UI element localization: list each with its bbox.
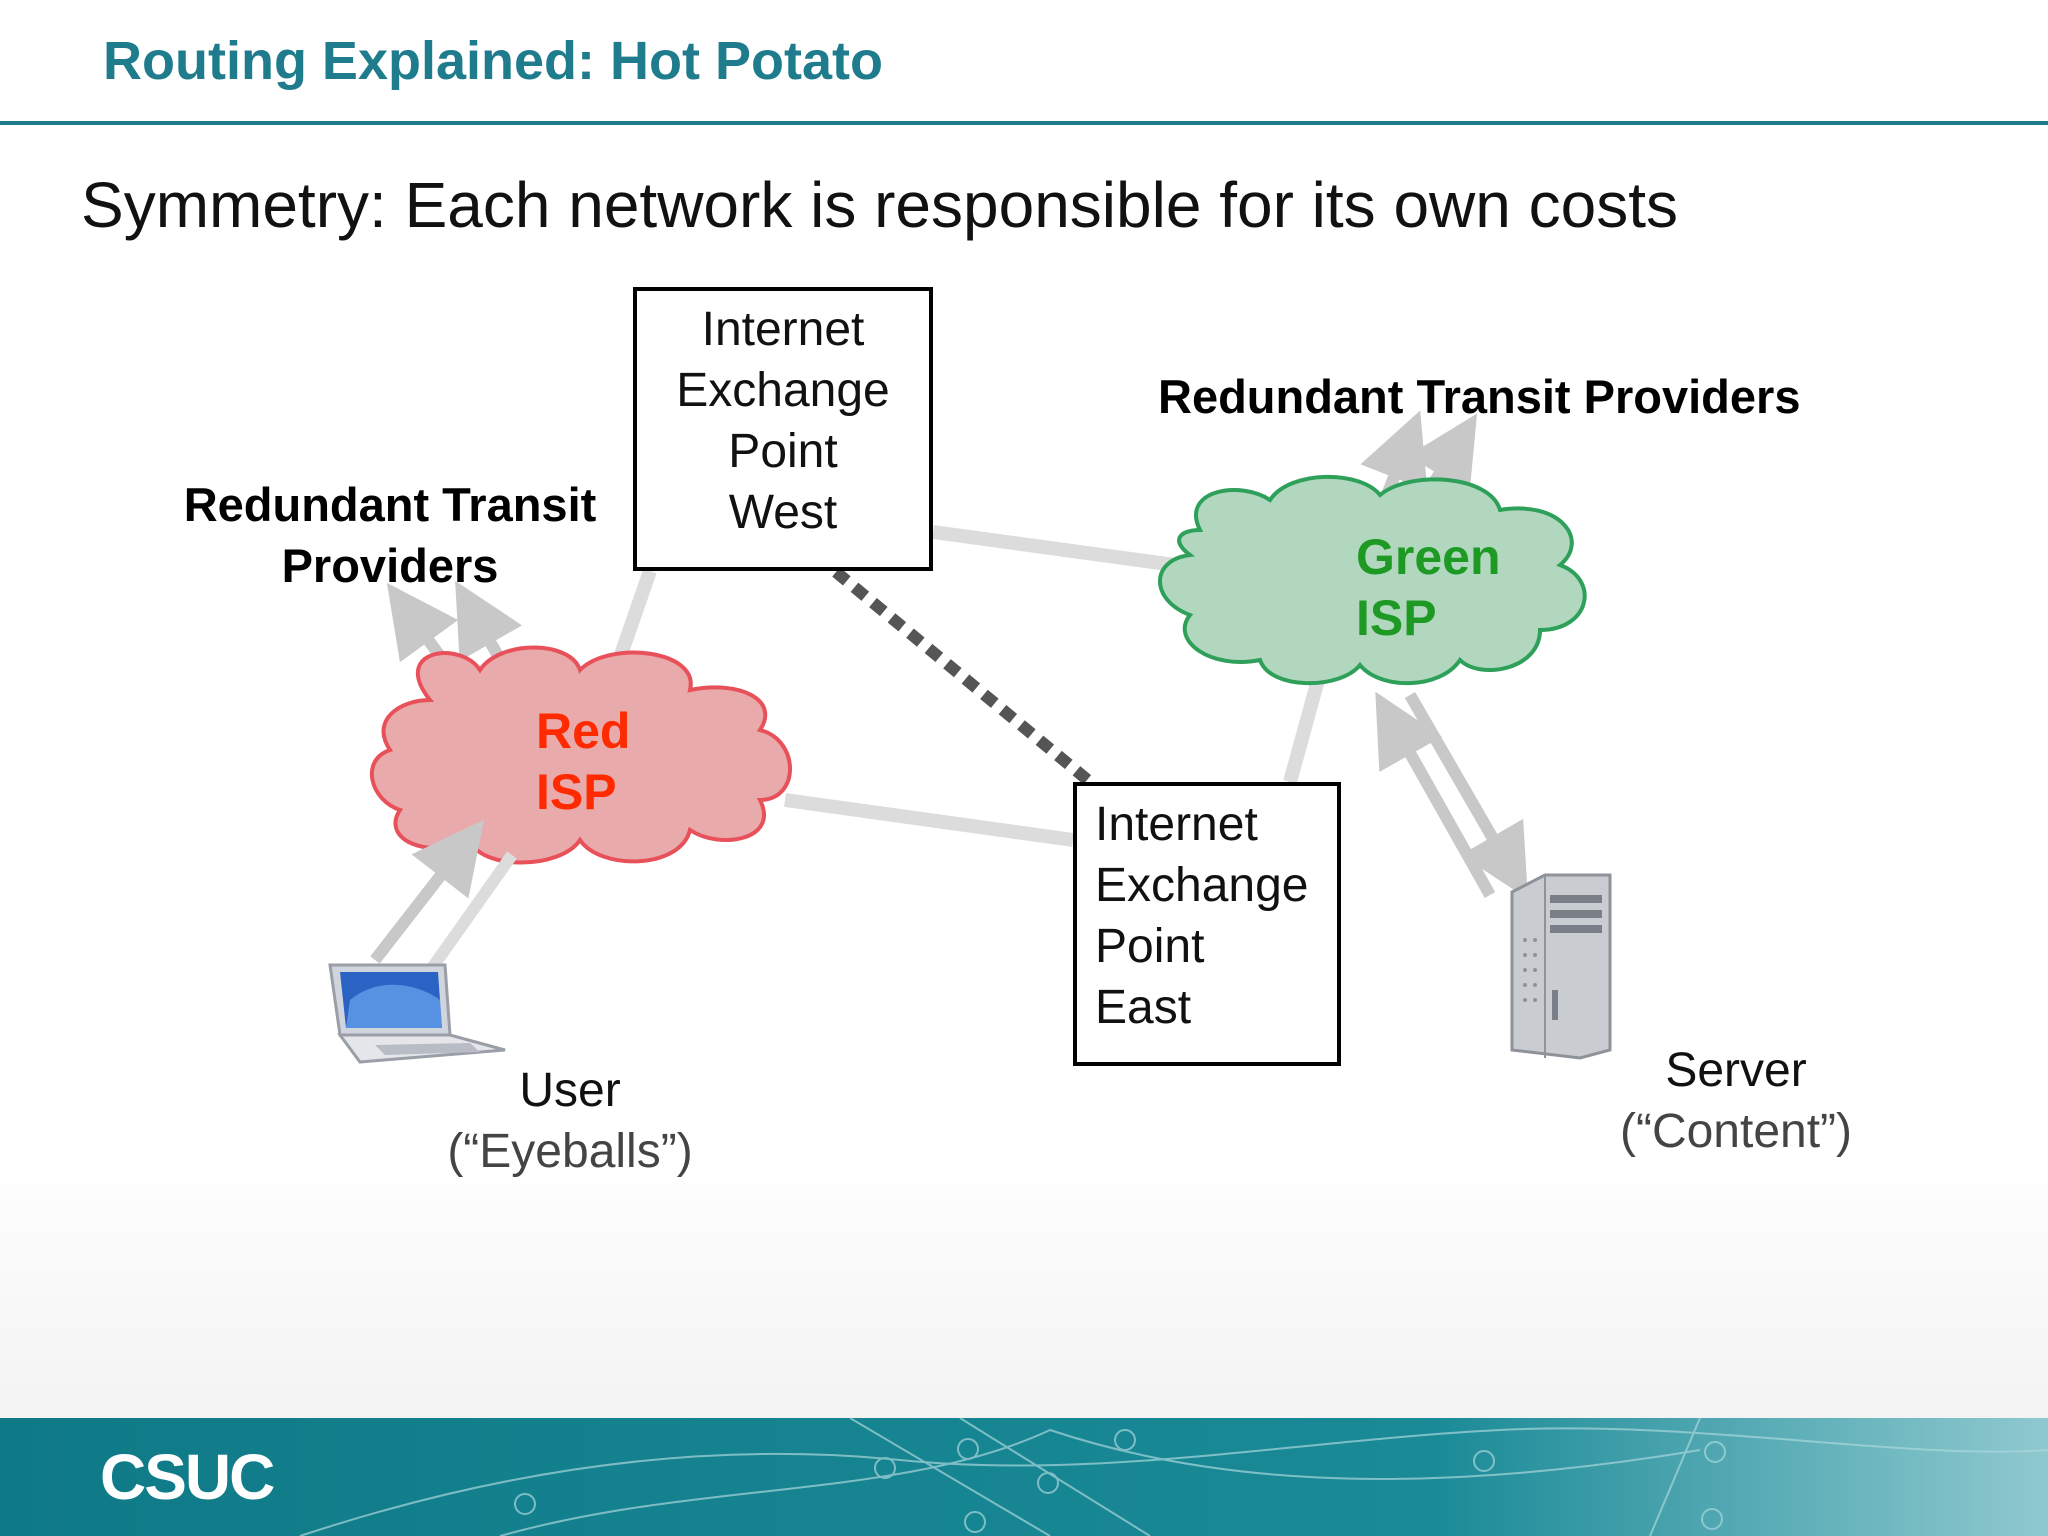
arrow-red-to-user: [427, 851, 517, 972]
user-name: User: [519, 1064, 621, 1117]
csuc-logo: CSUC: [100, 1441, 275, 1513]
ixp-west-line: Exchange: [676, 364, 890, 417]
green-isp-label: Green ISP: [1356, 527, 1501, 649]
slide-title: Routing Explained: Hot Potato: [103, 31, 883, 91]
link-redisp-ixpeast: [784, 793, 1074, 847]
ixp-east-line: Point: [1095, 920, 1205, 973]
user-label: User (“Eyeballs”): [420, 1060, 720, 1182]
link-ixpwest-greenisp: [932, 525, 1176, 572]
red-isp-line: ISP: [536, 764, 617, 820]
transit-left-line: Providers: [281, 539, 499, 592]
server-name: Server: [1665, 1044, 1807, 1097]
transit-providers-left-label: Redundant Transit Providers: [140, 474, 640, 596]
green-isp-line: ISP: [1356, 590, 1437, 646]
red-isp-line: Red: [536, 703, 631, 759]
ixp-east-line: Internet: [1095, 798, 1258, 851]
server-label: Server (“Content”): [1586, 1040, 1886, 1162]
server-tower-icon: [1510, 873, 1612, 1060]
laptop-icon: [328, 963, 506, 1064]
server-traffic-arrows: [1375, 691, 1529, 900]
ixp-east-box: Internet Exchange Point East: [1073, 782, 1341, 1066]
slide-subtitle: Symmetry: Each network is responsible fo…: [81, 169, 1678, 241]
green-isp-line: Green: [1356, 529, 1501, 585]
ixp-west-line: Point: [728, 425, 838, 478]
ixp-west-box: Internet Exchange Point West: [633, 287, 933, 571]
arrow-green-to-server: [1404, 691, 1529, 900]
ixp-west-line: West: [728, 486, 838, 539]
ixp-east-line: East: [1095, 981, 1192, 1034]
transit-left-line: Redundant Transit: [183, 478, 597, 531]
network-links: [608, 525, 1325, 847]
transit-providers-right-label: Redundant Transit Providers: [1158, 370, 1801, 423]
link-ixpwest-ixpeast-dotted: [832, 567, 1094, 787]
red-isp-label: Red ISP: [536, 701, 630, 823]
red-isp-cloud: [370, 645, 792, 865]
arrow-user-to-red: [370, 819, 485, 964]
green-isp-cloud: [1158, 474, 1587, 686]
title-divider: [0, 121, 2048, 125]
user-role: (“Eyeballs”): [447, 1125, 693, 1178]
ixp-west-line: Internet: [701, 303, 865, 356]
server-role: (“Content”): [1619, 1105, 1853, 1158]
footer-band: [0, 1417, 2048, 1536]
ixp-east-line: Exchange: [1095, 859, 1309, 912]
user-traffic-arrows: [370, 819, 517, 972]
link-ixpeast-greenisp: [1283, 678, 1325, 784]
footer-network-pattern: [299, 1417, 2048, 1536]
